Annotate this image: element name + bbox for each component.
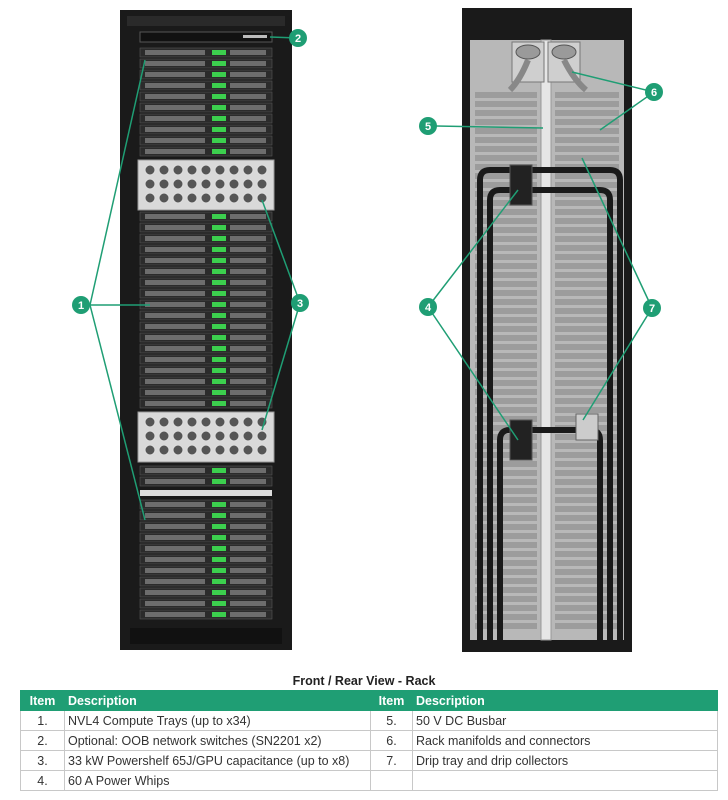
item-number xyxy=(370,770,413,791)
table-row: 1. NVL4 Compute Trays (up to x34) 5. 50 … xyxy=(20,710,718,731)
drip-tray xyxy=(575,413,599,441)
item-description: NVL4 Compute Trays (up to x34) xyxy=(64,710,371,731)
item-number: 1. xyxy=(20,710,65,731)
parts-table-header: Item Description Item Description xyxy=(20,690,718,711)
header-description-right: Description xyxy=(412,690,718,711)
item-description: Optional: OOB network switches (SN2201 x… xyxy=(64,730,371,751)
compute-tray xyxy=(139,102,273,113)
item-number: 5. xyxy=(370,710,413,731)
item-description: 60 A Power Whips xyxy=(64,770,371,791)
item-description: Drip tray and drip collectors xyxy=(412,750,718,771)
compute-tray xyxy=(139,587,273,598)
item-number: 6. xyxy=(370,730,413,751)
compute-tray xyxy=(139,211,273,222)
svg-text:6: 6 xyxy=(651,87,657,99)
parts-table: Item Description Item Description 1. NVL… xyxy=(20,690,718,791)
item-number: 2. xyxy=(20,730,65,751)
compute-tray xyxy=(139,310,273,321)
compute-tray xyxy=(139,465,273,476)
figure-caption: Front / Rear View - Rack xyxy=(292,674,436,688)
callout-2: 2 xyxy=(289,29,307,47)
callout-7: 7 xyxy=(643,299,661,317)
compute-tray xyxy=(139,277,273,288)
item-description: Rack manifolds and connectors xyxy=(412,730,718,751)
item-description: 33 kW Powershelf 65J/GPU capacitance (up… xyxy=(64,750,371,771)
compute-tray xyxy=(139,332,273,343)
compute-tray xyxy=(139,365,273,376)
callout-5: 5 xyxy=(419,117,437,135)
item-number: 3. xyxy=(20,750,65,771)
compute-tray xyxy=(139,91,273,102)
compute-tray xyxy=(139,343,273,354)
compute-tray xyxy=(139,321,273,332)
rear-rack xyxy=(462,8,632,652)
header-item-right: Item xyxy=(370,690,413,711)
compute-tray xyxy=(139,609,273,620)
item-number: 4. xyxy=(20,770,65,791)
compute-tray xyxy=(139,113,273,124)
compute-tray xyxy=(139,543,273,554)
item-description xyxy=(412,770,718,791)
compute-tray xyxy=(139,288,273,299)
compute-trays xyxy=(139,47,273,620)
compute-tray xyxy=(139,266,273,277)
header-description-left: Description xyxy=(64,690,371,711)
item-number: 7. xyxy=(370,750,413,771)
compute-tray xyxy=(139,576,273,587)
compute-tray xyxy=(139,58,273,69)
compute-tray xyxy=(139,598,273,609)
compute-tray xyxy=(139,376,273,387)
compute-tray xyxy=(139,387,273,398)
powershelves xyxy=(137,159,275,463)
compute-tray xyxy=(139,499,273,510)
compute-tray xyxy=(139,146,273,157)
leader-lines xyxy=(89,36,655,521)
callout-1: 1 xyxy=(72,296,90,314)
compute-tray xyxy=(139,69,273,80)
svg-text:2: 2 xyxy=(295,33,301,45)
front-rack xyxy=(120,10,292,650)
rack-diagram: 2 1 3 5 6 4 7 xyxy=(72,8,663,652)
rack-manifolds xyxy=(507,41,588,93)
compute-tray xyxy=(139,135,273,146)
callout-6: 6 xyxy=(645,83,663,101)
compute-tray xyxy=(139,565,273,576)
compute-tray xyxy=(139,244,273,255)
compute-tray xyxy=(139,124,273,135)
callout-4: 4 xyxy=(419,298,437,316)
compute-tray xyxy=(139,510,273,521)
dc-busbar xyxy=(540,39,552,641)
svg-text:4: 4 xyxy=(425,302,432,314)
compute-tray xyxy=(139,233,273,244)
compute-tray xyxy=(139,47,273,58)
compute-tray xyxy=(139,354,273,365)
svg-text:7: 7 xyxy=(649,303,655,315)
svg-text:3: 3 xyxy=(297,298,303,310)
item-description: 50 V DC Busbar xyxy=(412,710,718,731)
svg-text:1: 1 xyxy=(78,300,84,312)
table-row: 3. 33 kW Powershelf 65J/GPU capacitance … xyxy=(20,750,718,771)
svg-text:5: 5 xyxy=(425,121,431,133)
table-row: 4. 60 A Power Whips xyxy=(20,770,718,791)
compute-tray xyxy=(139,398,273,409)
compute-tray xyxy=(139,521,273,532)
compute-tray xyxy=(139,554,273,565)
table-row: 2. Optional: OOB network switches (SN220… xyxy=(20,730,718,751)
header-item-left: Item xyxy=(20,690,65,711)
callout-3: 3 xyxy=(291,294,309,312)
compute-tray xyxy=(139,476,273,487)
compute-tray xyxy=(139,532,273,543)
compute-tray xyxy=(139,255,273,266)
